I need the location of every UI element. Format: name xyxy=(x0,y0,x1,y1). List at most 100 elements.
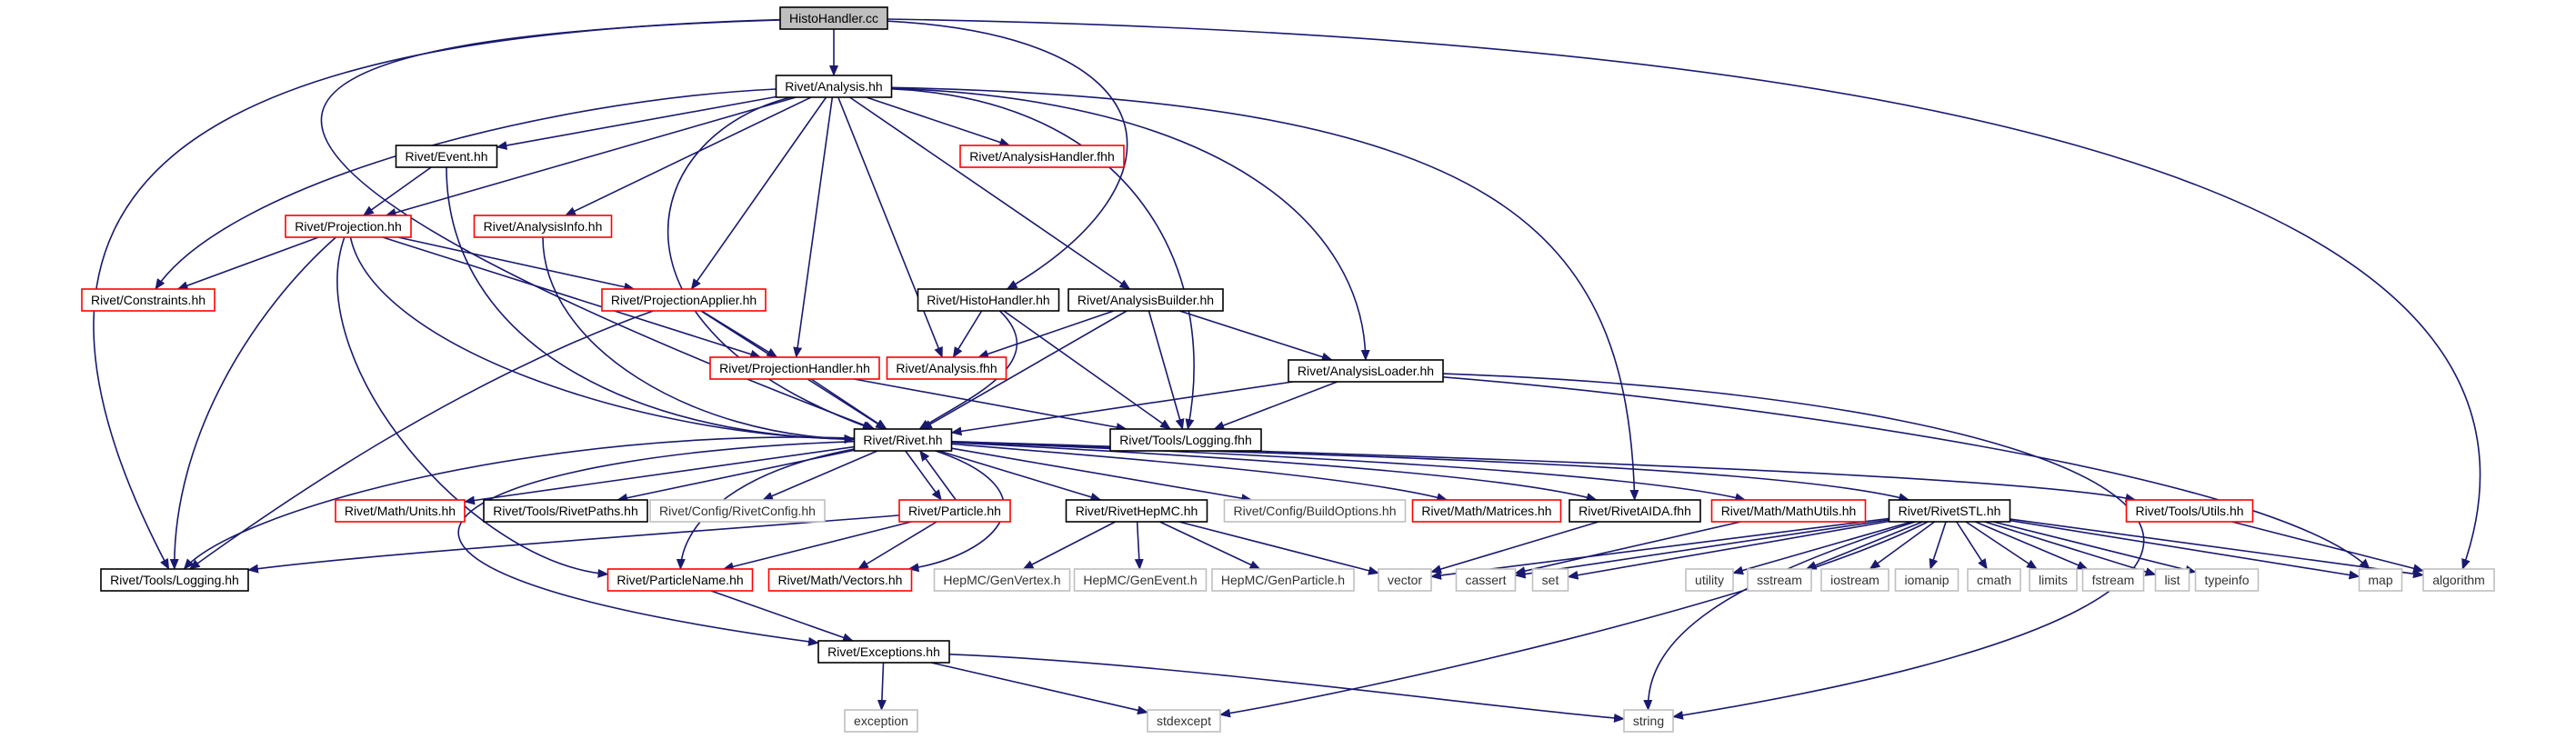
node-box xyxy=(335,499,466,523)
node-genparticle_h: HepMC/GenParticle.h xyxy=(1211,568,1355,592)
node-analysisbuilder_hh[interactable]: Rivet/AnalysisBuilder.hh xyxy=(1067,288,1224,312)
edge-analysisinfo_hh-to-rivet_hh xyxy=(542,236,856,444)
node-label: fstream xyxy=(2092,573,2135,587)
node-label: list xyxy=(2164,573,2180,587)
node-box xyxy=(1623,709,1674,733)
node-analysisloader_hh[interactable]: Rivet/AnalysisLoader.hh xyxy=(1288,359,1444,383)
node-histohandler_cc[interactable]: HistoHandler.cc xyxy=(779,6,888,30)
node-box xyxy=(1147,709,1221,733)
edges-layer xyxy=(93,18,2481,723)
node-box xyxy=(606,568,754,592)
node-label: set xyxy=(1542,573,1559,587)
node-label: cmath xyxy=(1977,573,2011,587)
node-logging_fhh[interactable]: Rivet/Tools/Logging.fhh xyxy=(1109,428,1262,452)
edge-rivetstl_hh-to-typeinfo xyxy=(1992,521,2197,574)
node-box xyxy=(1888,499,2011,523)
node-analysis_fhh[interactable]: Rivet/Analysis.fhh xyxy=(886,356,1007,380)
node-label: Rivet/ProjectionHandler.hh xyxy=(719,361,870,375)
node-string: string xyxy=(1623,709,1674,733)
edge-projection_hh-to-rivet_hh xyxy=(349,236,856,444)
node-vectors_hh[interactable]: Rivet/Math/Vectors.hh xyxy=(767,568,913,592)
node-box xyxy=(1967,568,2021,592)
node-projection_hh[interactable]: Rivet/Projection.hh xyxy=(285,215,412,238)
node-box xyxy=(1223,499,1407,523)
edge-rivet_hh-to-rivetstl_hh xyxy=(951,441,1910,502)
edge-histohandler_cc-to-histohandler_hh xyxy=(887,20,1128,290)
node-box xyxy=(285,215,412,238)
edge-particle_hh-to-logging_hh xyxy=(247,514,900,574)
node-rivethepmc_hh[interactable]: Rivet/RivetHepMC.hh xyxy=(1065,499,1208,523)
node-box xyxy=(2029,568,2078,592)
edge-analysisbuilder_hh-to-analysis_fhh xyxy=(977,310,1115,359)
edge-rivetstl_hh-to-string xyxy=(1643,521,1916,711)
node-label: typeinfo xyxy=(2204,573,2249,587)
node-box xyxy=(2358,568,2403,592)
node-label: Rivet/Analysis.fhh xyxy=(896,361,997,375)
node-particle_hh[interactable]: Rivet/Particle.hh xyxy=(898,499,1011,523)
node-label: sstream xyxy=(1757,573,1802,587)
node-mathutils_hh[interactable]: Rivet/Math/MathUtils.hh xyxy=(1710,499,1867,523)
edge-histohandler_hh-to-logging_fhh xyxy=(1003,310,1171,430)
node-matrices_hh[interactable]: Rivet/Math/Matrices.hh xyxy=(1411,499,1562,523)
node-exceptions_hh[interactable]: Rivet/Exceptions.hh xyxy=(817,640,950,664)
node-rivetpaths_hh[interactable]: Rivet/Tools/RivetPaths.hh xyxy=(483,499,648,523)
node-label: string xyxy=(1633,714,1664,728)
edge-exceptions_hh-to-exception xyxy=(877,662,887,711)
node-algorithm: algorithm xyxy=(2422,568,2495,592)
node-particlename_hh[interactable]: Rivet/ParticleName.hh xyxy=(606,568,754,592)
node-label: Rivet/ParticleName.hh xyxy=(616,573,743,587)
node-rivetstl_hh[interactable]: Rivet/RivetSTL.hh xyxy=(1888,499,2011,523)
node-analysishandler_fhh[interactable]: Rivet/AnalysisHandler.fhh xyxy=(959,145,1125,168)
node-label: Rivet/Config/RivetConfig.hh xyxy=(659,504,816,518)
edge-utils_hh-to-algorithm xyxy=(2231,521,2424,574)
node-box xyxy=(1820,568,1889,592)
node-map: map xyxy=(2358,568,2403,592)
node-label: Rivet/Projection.hh xyxy=(295,219,402,234)
node-rivet_hh[interactable]: Rivet/Rivet.hh xyxy=(853,428,953,452)
edge-analysis_hh-to-analysisinfo_hh xyxy=(565,96,812,216)
edge-analysis_hh-to-logging_fhh xyxy=(891,88,1195,430)
node-label: Rivet/Particle.hh xyxy=(908,504,1001,518)
node-box xyxy=(1073,568,1208,592)
node-box xyxy=(933,568,1071,592)
node-box xyxy=(649,499,826,523)
node-box xyxy=(2422,568,2495,592)
node-box xyxy=(917,288,1060,312)
node-label: Rivet/Tools/Logging.hh xyxy=(110,573,239,587)
node-utils_hh[interactable]: Rivet/Tools/Utils.hh xyxy=(2125,499,2254,523)
node-label: HepMC/GenEvent.h xyxy=(1083,573,1197,587)
node-label: Rivet/Tools/RivetPaths.hh xyxy=(493,504,638,518)
node-units_hh[interactable]: Rivet/Math/Units.hh xyxy=(335,499,466,523)
node-box xyxy=(81,288,216,312)
node-logging_hh[interactable]: Rivet/Tools/Logging.hh xyxy=(100,568,249,592)
node-box xyxy=(1067,288,1224,312)
node-analysisinfo_hh[interactable]: Rivet/AnalysisInfo.hh xyxy=(473,215,613,238)
node-histohandler_hh[interactable]: Rivet/HistoHandler.hh xyxy=(917,288,1060,312)
edge-rivet_hh-to-logging_hh xyxy=(183,436,855,570)
node-analysis_hh[interactable]: Rivet/Analysis.hh xyxy=(775,75,893,98)
edge-analysisbuilder_hh-to-rivet_hh xyxy=(920,310,1128,430)
node-constraints_hh[interactable]: Rivet/Constraints.hh xyxy=(81,288,216,312)
edge-rivet_hh-to-rivethepmc_hh xyxy=(938,450,1102,502)
node-event_hh[interactable]: Rivet/Event.hh xyxy=(395,145,498,168)
node-box xyxy=(1894,568,1960,592)
edge-projection_hh-to-logging_hh xyxy=(169,236,336,570)
edge-rivetstl_hh-to-list xyxy=(1984,521,2157,576)
node-typeinfo: typeinfo xyxy=(2194,568,2260,592)
node-projectionapplier_hh[interactable]: Rivet/ProjectionApplier.hh xyxy=(601,288,767,312)
node-box xyxy=(473,215,613,238)
node-box xyxy=(1411,499,1562,523)
node-label: Rivet/Math/Vectors.hh xyxy=(778,573,903,587)
node-box xyxy=(898,499,1011,523)
node-label: HepMC/GenVertex.h xyxy=(943,573,1060,587)
edge-projection_hh-to-projectionhandler_hh xyxy=(382,236,762,359)
node-box xyxy=(779,6,888,30)
node-box xyxy=(709,356,880,380)
edge-projectionhandler_hh-to-logging_fhh xyxy=(854,378,1128,432)
edge-analysisbuilder_hh-to-analysisloader_hh xyxy=(1178,310,1333,362)
node-rivetaida_fhh[interactable]: Rivet/RivetAIDA.fhh xyxy=(1569,499,1701,523)
edge-rivet_hh-to-units_hh xyxy=(464,445,855,505)
node-projectionhandler_hh[interactable]: Rivet/ProjectionHandler.hh xyxy=(709,356,880,380)
node-box xyxy=(844,709,918,733)
node-box xyxy=(2194,568,2260,592)
